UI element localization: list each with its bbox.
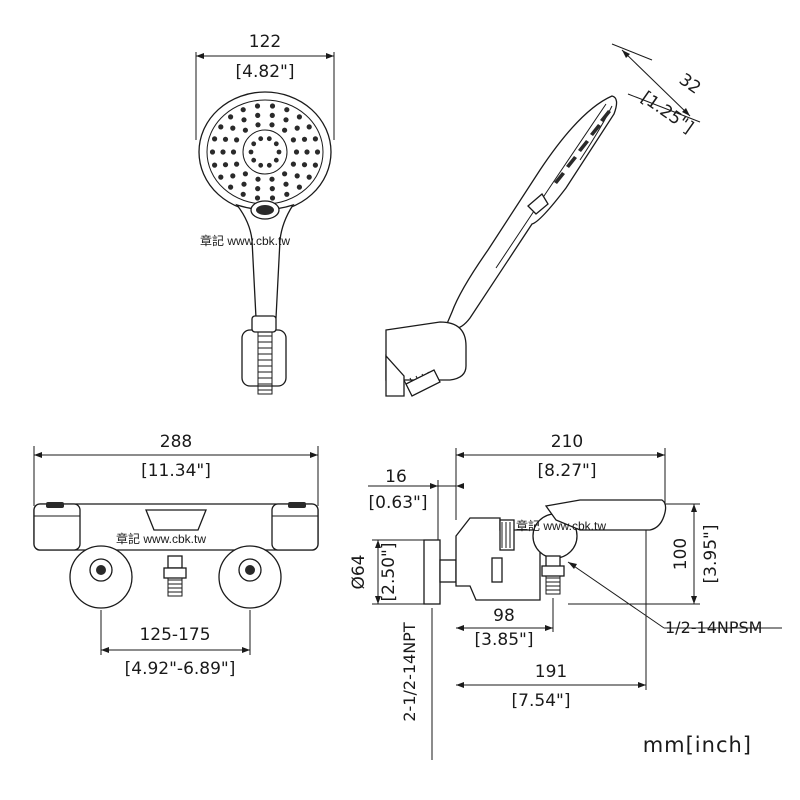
nozzle-dot [269,103,276,109]
nozzle-dot [255,186,261,192]
nozzle-dot [234,161,240,167]
nozzle-dot [255,122,261,128]
nozzle-dot [241,181,247,187]
watermark-hand-shower: 章記 www.cbk.tw [200,233,290,248]
nozzle-dot [222,136,229,142]
overall-depth-mm: 210 [551,432,583,452]
mixer-front-view: 288 [11.34"] 章記 www.cbk.tw 125-175 [4.92… [33,432,319,679]
nozzle-dot [293,149,300,155]
nozzle-dot [242,171,248,177]
nozzle-dot [258,162,264,168]
nozzle-dot [228,114,234,120]
nozzle-dot [222,162,229,168]
nozzle-dot [220,149,226,155]
nozzle-dot [282,171,288,177]
nozzle-dot [283,117,289,123]
head-width-mm: 122 [249,32,281,52]
head-width-inch: [4.82"] [236,62,295,82]
nozzle-dot [273,141,279,147]
nozzle-dot [269,186,275,192]
nozzle-dot [212,162,218,168]
overall-width-mm: 288 [160,432,192,452]
side-nozzles [554,110,611,184]
mixer-side-view: 210 [8.27"] 16 [0.63"] Ø64 [2.50"] 章記 ww… [349,432,782,760]
height-mm: 100 [671,538,691,570]
height-inch: [3.95"] [701,525,721,584]
units-label: mm[inch] [643,733,752,757]
nozzle-dot [254,103,261,109]
nozzle-dot [212,136,218,142]
hand-shower-side-view: 32 [1.25"] [385,43,704,397]
hand-shower-front-view: 122 [4.82"] 章記 www.cbk.tw [195,32,335,395]
flange-diameter-inch: [2.50"] [379,543,399,602]
outlet-center-mm: 98 [493,606,515,626]
nozzle-dot [269,176,275,182]
nozzle-dot [254,195,261,201]
nozzle-dot [294,125,300,131]
nozzle-dot [304,149,310,155]
nozzle-dot [209,149,216,155]
spout-reach-mm: 191 [535,662,567,682]
nozzle-dot [230,149,237,155]
nozzle-dot [301,162,308,168]
nozzle-dot [296,114,302,120]
nozzle-dot [218,174,224,180]
nozzle-dot [282,127,288,133]
overall-depth-inch: [8.27"] [538,461,597,481]
nozzle-dot [284,191,290,197]
nozzle-dot [255,176,261,182]
inlet-thread-label: 2-1/2-14NPT [400,622,419,721]
nozzle-dot [255,112,261,118]
nozzle-dot [240,191,246,197]
nozzle-dot [284,107,290,113]
nozzle-dot [306,124,312,130]
nozzle-dot [230,125,236,131]
nozzle-dot [312,136,318,142]
nozzle-dot [269,112,275,118]
head-depth-mm: 32 [675,70,704,99]
nozzle-dot [269,195,276,201]
nozzle-dot [283,181,289,187]
watermark-mixer-side: 章記 www.cbk.tw [516,518,606,533]
nozzle-dot [312,162,318,168]
flange-diameter-mm: Ø64 [349,554,369,589]
nozzle-dot [258,136,264,142]
nozzle-dot [273,157,279,163]
inlet-centers-mm: 125-175 [139,625,210,645]
nozzle-dot [248,149,254,155]
nozzle-dot [290,161,296,167]
nozzle-dot [276,149,282,155]
nozzle-dot [241,117,247,123]
nozzle-dot [228,184,234,190]
outlet-thread-label: 1/2-14NPSM [665,618,762,637]
nozzle-dot [314,149,321,155]
outlet-center-inch: [3.85"] [475,630,534,650]
nozzle-dot [230,173,236,179]
nozzle-dot [218,124,224,130]
spray-nozzles [209,103,321,201]
nozzle-dot [234,137,240,143]
nozzle-dot [290,137,296,143]
nozzle-dot [266,136,272,142]
nozzle-dot [269,122,275,128]
nozzle-dot [251,157,257,163]
nozzle-dot [301,136,308,142]
hose-coil [257,331,273,395]
spout-reach-inch: [7.54"] [512,691,571,711]
nozzle-dot [296,184,302,190]
nozzle-dot [294,173,300,179]
wall-offset-inch: [0.63"] [369,493,428,513]
nozzle-dot [266,162,272,168]
overall-width-inch: [11.34"] [141,461,211,481]
nozzle-dot [251,141,257,147]
wall-offset-mm: 16 [385,467,407,487]
nozzle-dot [306,174,312,180]
nozzle-dot [242,127,248,133]
nozzle-dot [240,107,246,113]
inlet-centers-inch: [4.92"-6.89"] [125,659,236,679]
watermark-mixer-front: 章記 www.cbk.tw [116,531,206,546]
